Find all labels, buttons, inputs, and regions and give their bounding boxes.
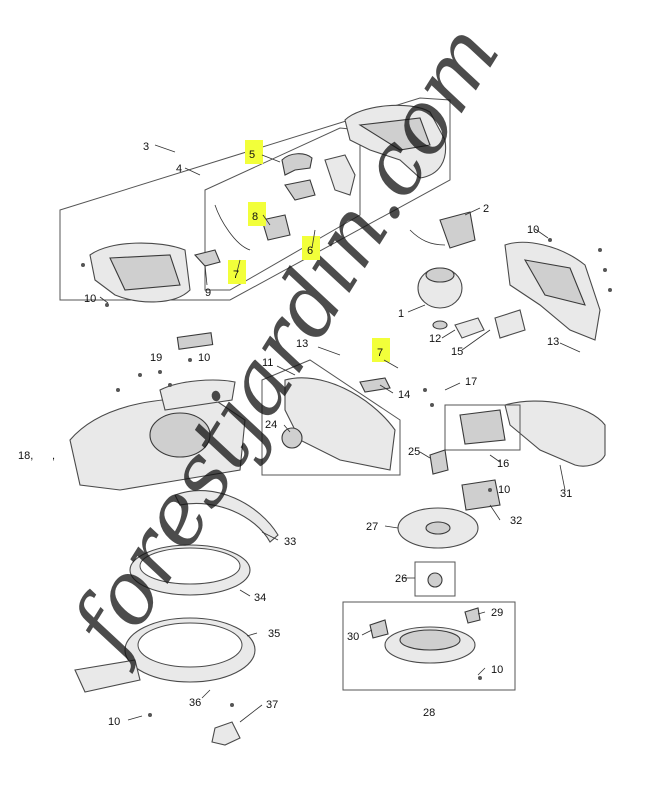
callout-10-c: 10: [198, 352, 210, 364]
leader-lines: [99, 144, 581, 723]
callout-24: 24: [265, 419, 277, 431]
callout-16: 16: [497, 458, 509, 470]
callout-17: 17: [465, 376, 477, 388]
callout-8: 8: [252, 211, 258, 223]
spring-part: [284, 179, 316, 201]
callout-13-right: 13: [547, 336, 559, 348]
callout-7-top: 7: [233, 269, 239, 281]
callout-7-mid: 7: [377, 347, 383, 359]
assembly-box-3: [59, 97, 451, 301]
callout-34: 34: [254, 592, 266, 604]
highlight-8: [248, 202, 266, 226]
fan-cover-11: [284, 377, 396, 471]
nozzle-35: [74, 659, 141, 693]
callout-25: 25: [408, 446, 420, 458]
switch-15: [494, 309, 526, 339]
callout-35: 35: [268, 628, 280, 640]
callout-labels: 3 4 5 8 6 7 9 10 2 10 1 12 15 13 13 7 19…: [18, 141, 572, 728]
switch-8: [261, 214, 291, 241]
callout-10-b: 10: [527, 224, 539, 236]
assembly-box-26: [414, 561, 456, 597]
highlight-5: [245, 140, 263, 164]
callout-3: 3: [143, 141, 149, 153]
cover-31: [504, 400, 606, 467]
assembly-box-16: [444, 404, 521, 451]
callout-1: 1: [398, 308, 404, 320]
callout-29: 29: [491, 607, 503, 619]
callout-18: 18,: [18, 450, 33, 462]
callout-10-d: 10: [498, 484, 510, 496]
knob-24: [281, 427, 303, 449]
callout-31: 31: [560, 488, 572, 500]
part-25: [429, 449, 449, 475]
trigger-5: [281, 153, 313, 176]
callout-2: 2: [483, 203, 489, 215]
callout-10-e: 10: [491, 664, 503, 676]
lever-14: [359, 377, 391, 393]
callout-15: 15: [451, 346, 463, 358]
callout-19: 19: [150, 352, 162, 364]
callout-5: 5: [249, 149, 255, 161]
hose-33: [174, 490, 279, 543]
highlight-6: [302, 236, 320, 260]
assembly-box-11: [261, 359, 401, 476]
callout-14: 14: [398, 389, 410, 401]
callout-11: 11: [262, 357, 273, 369]
callout-6: 6: [307, 245, 313, 257]
assembly-box-4: [204, 127, 361, 291]
callout-12: 12: [429, 333, 441, 345]
lock-part: [324, 154, 356, 196]
callout-10-a: 10: [84, 293, 96, 305]
screws: [81, 238, 612, 717]
watermark: forestjardin.com: [50, 7, 520, 676]
callout-33: 33: [284, 536, 296, 548]
callout-28: 28: [423, 707, 435, 719]
callout-37: 37: [266, 699, 278, 711]
callout-9: 9: [205, 287, 211, 299]
clip-29: [464, 607, 481, 624]
housing-left-inner: [109, 254, 181, 291]
highlight-7b: [372, 338, 390, 362]
callout-10-f: 10: [108, 716, 120, 728]
callout-26: 26: [395, 573, 407, 585]
callout-36: 36: [189, 697, 201, 709]
carbon-brush-2: [439, 211, 476, 249]
wire-part: [214, 204, 251, 251]
part-32: [461, 479, 501, 511]
clip-9: [193, 249, 221, 267]
clip-37: [211, 721, 241, 746]
callout-18-comma: ,: [52, 450, 55, 462]
bracket-12: [454, 317, 485, 339]
label-19: [176, 332, 214, 350]
callout-4: 4: [176, 163, 182, 175]
housing-inner: [358, 117, 431, 151]
assembly-box-28: [342, 601, 516, 691]
callout-13-left: 13: [296, 338, 308, 350]
callout-30: 30: [347, 631, 359, 643]
watermark-text: forestjardin.com: [50, 7, 520, 676]
callout-27: 27: [366, 521, 378, 533]
callout-32: 32: [510, 515, 522, 527]
clip-30: [369, 619, 389, 639]
